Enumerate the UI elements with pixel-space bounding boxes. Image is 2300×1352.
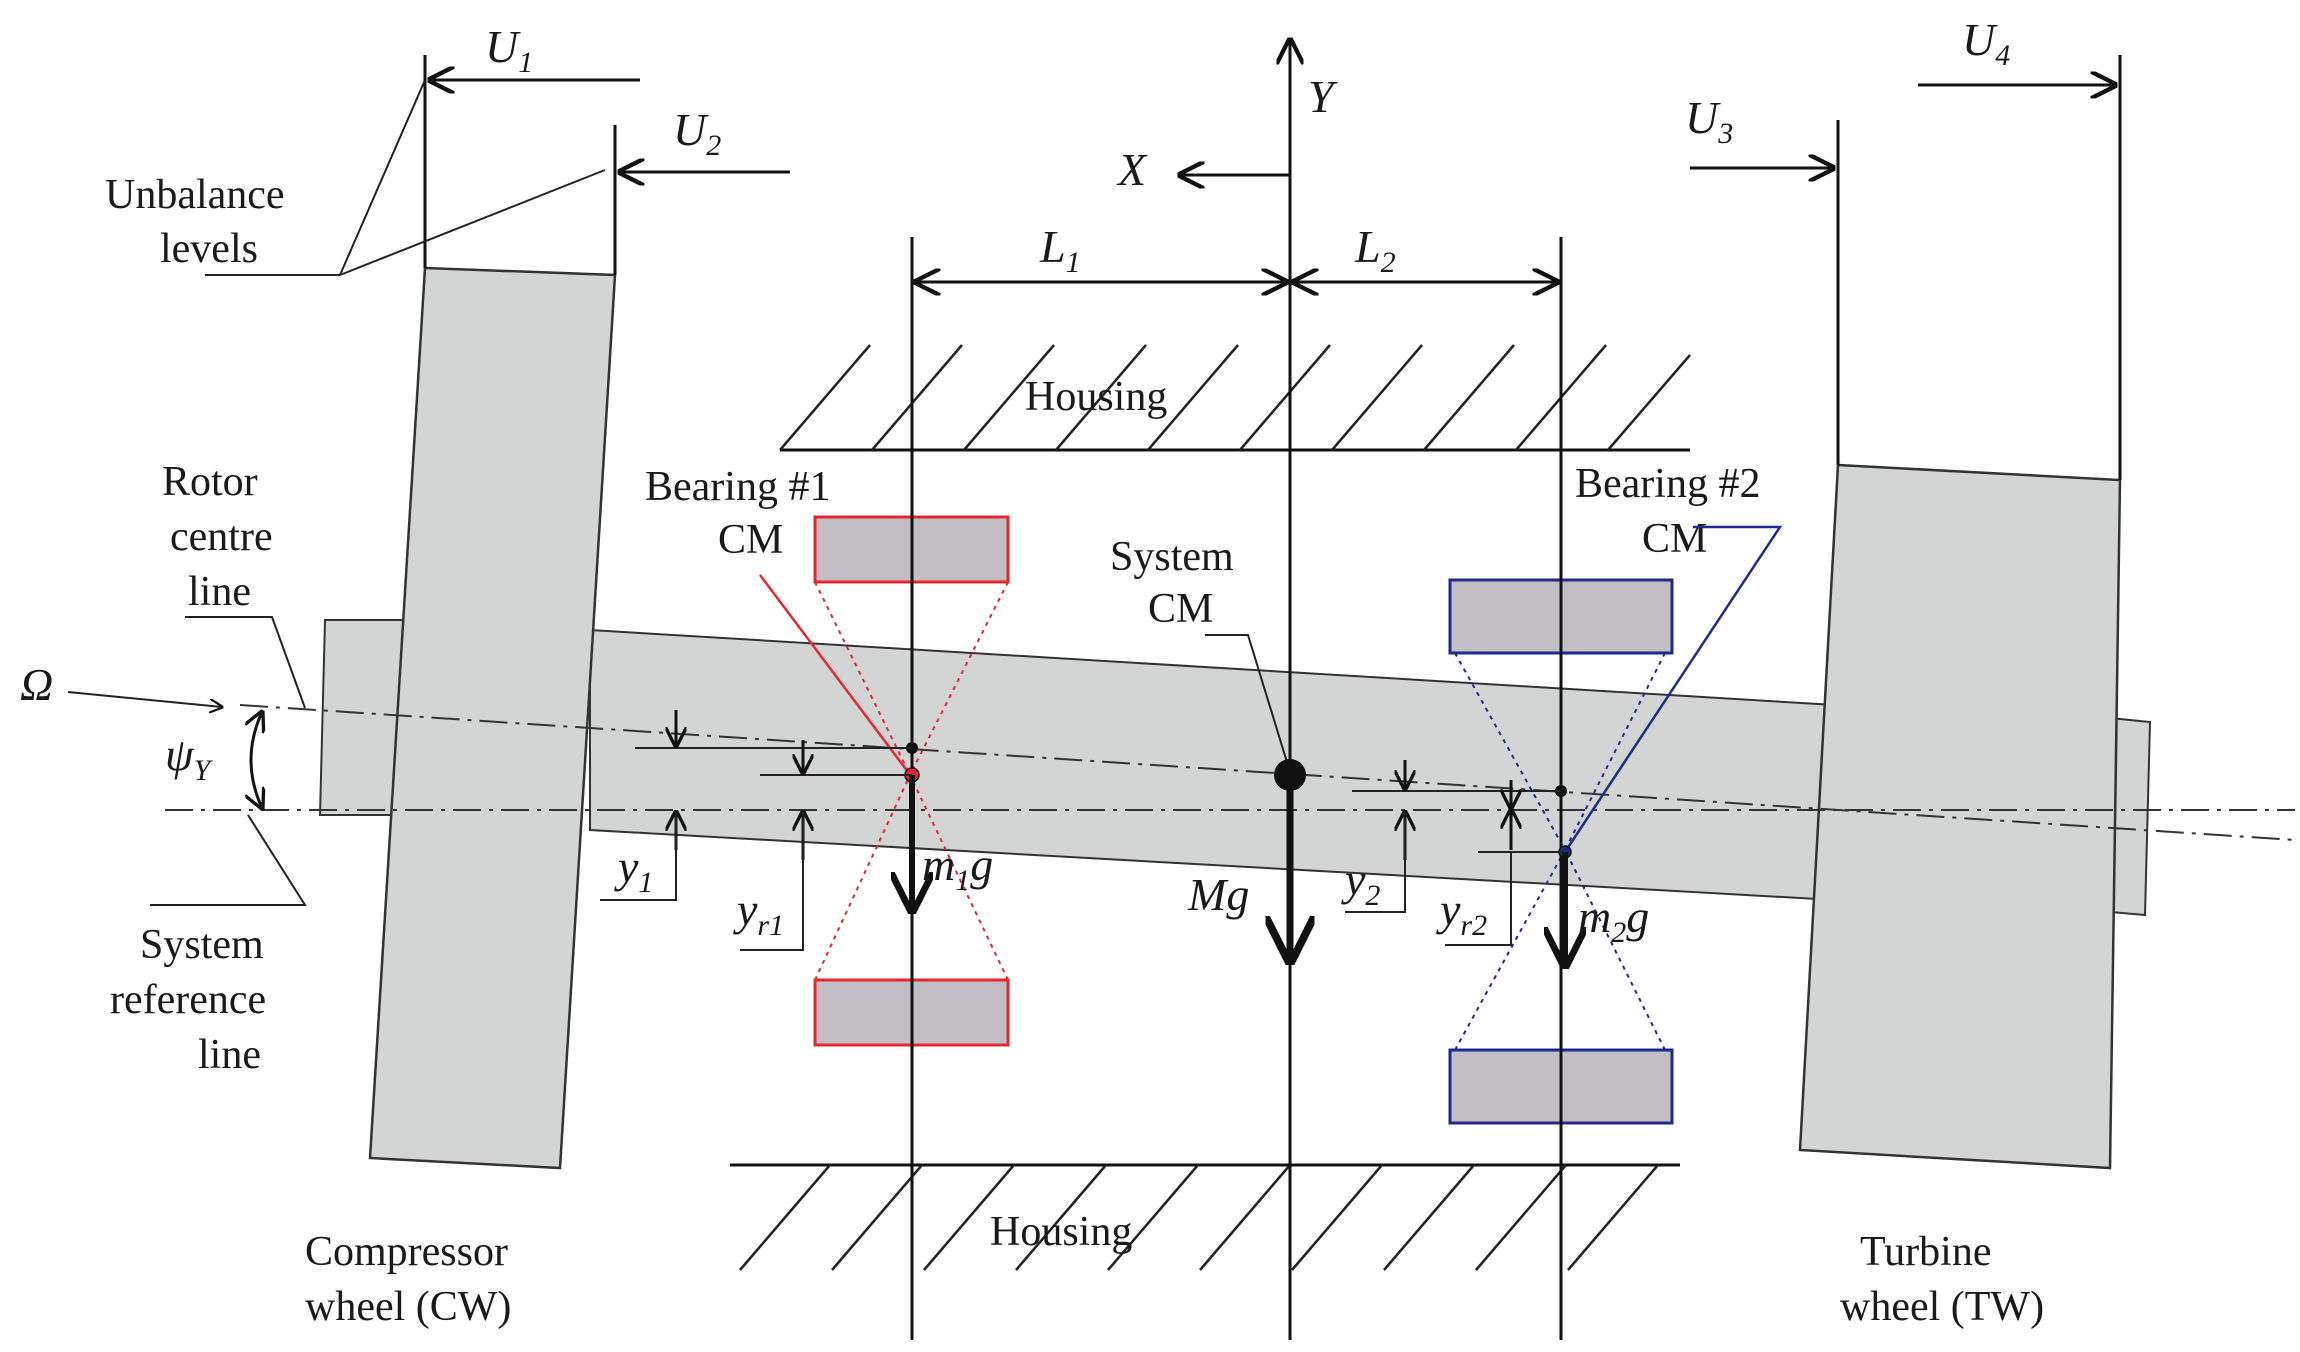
bearing1-cone	[814, 581, 1009, 981]
y1-dimension	[600, 710, 912, 901]
m1g-label: m1g	[922, 839, 993, 897]
y2-dimension	[1345, 760, 1561, 913]
turbine-wheel-label-1: Turbine	[1860, 1229, 1991, 1275]
u3-label: U3	[1685, 92, 1733, 150]
unbalance-levels-label-1: Unbalance	[105, 172, 285, 218]
system-cm-point	[1274, 759, 1306, 791]
u2-label: U2	[673, 104, 721, 162]
system-reference-line-label-1: System	[140, 922, 264, 968]
system-reference-line-leader	[150, 814, 307, 906]
rotor-centre-line-label-3: line	[188, 569, 251, 615]
omega-arrow	[67, 691, 222, 707]
system-reference-line-label-2: reference	[110, 977, 266, 1023]
rotor-centre-line	[239, 704, 2296, 841]
yr1-dimension	[740, 740, 912, 951]
bearing1-leader	[759, 574, 909, 773]
housing-top-label: Housing	[1025, 374, 1167, 420]
compressor-wheel	[368, 266, 617, 1170]
bearing2-label: Bearing #2	[1575, 461, 1760, 507]
system-cm-leader	[1205, 634, 1291, 773]
y-axis-label: Y	[1308, 71, 1338, 122]
compressor-wheel-label-1: Compressor	[305, 1229, 508, 1275]
u1-label: U1	[485, 21, 533, 79]
bearing2-leader	[1563, 525, 1783, 853]
unbalance-levels-leader	[205, 79, 606, 276]
turbine-wheel-label-2: wheel (TW)	[1840, 1284, 2044, 1330]
housing-top	[779, 344, 1691, 452]
omega-label: Ω	[20, 659, 53, 710]
yr1-label: yr1	[733, 884, 784, 942]
rotor-centre-line-leader	[185, 616, 306, 709]
rotor-centre-line-label-1: Rotor	[162, 459, 258, 505]
bearing1-label: Bearing #1	[645, 464, 830, 510]
rotor-centre-line-label-2: centre	[170, 514, 273, 560]
compressor-wheel-label-2: wheel (CW)	[305, 1284, 511, 1330]
mg-label: Mg	[1187, 869, 1249, 920]
housing-bottom-label: Housing	[990, 1209, 1132, 1255]
m2g-label: m2g	[1578, 891, 1649, 949]
x-axis-label: X	[1116, 144, 1148, 195]
unbalance-levels-label-2: levels	[160, 226, 258, 272]
turbine-wheel	[1798, 463, 2122, 1170]
psi-label: ψY	[165, 729, 214, 787]
l1-label: L1	[1039, 221, 1081, 279]
l2-label: L2	[1354, 221, 1396, 279]
y2-label: y2	[1341, 854, 1380, 912]
shaft-main	[589, 628, 1836, 902]
bearing2-cone	[1454, 652, 1666, 1051]
bearing1-cm-label: CM	[718, 517, 783, 563]
system-cm-label-1: System	[1110, 534, 1234, 580]
housing-top-hatch	[779, 344, 1691, 451]
yr2-label: yr2	[1436, 884, 1487, 942]
system-cm-label-2: CM	[1148, 586, 1213, 632]
psi-angle-arc	[251, 712, 262, 808]
system-reference-line-label-3: line	[198, 1032, 261, 1078]
u4-label: U4	[1962, 14, 2010, 72]
y1-label: y1	[614, 841, 653, 899]
housing-bottom	[730, 1163, 1680, 1271]
bearing2-cm-label: CM	[1642, 516, 1707, 562]
yr2-dimension	[1445, 780, 1565, 946]
housing-bottom-hatch	[739, 1164, 1659, 1271]
